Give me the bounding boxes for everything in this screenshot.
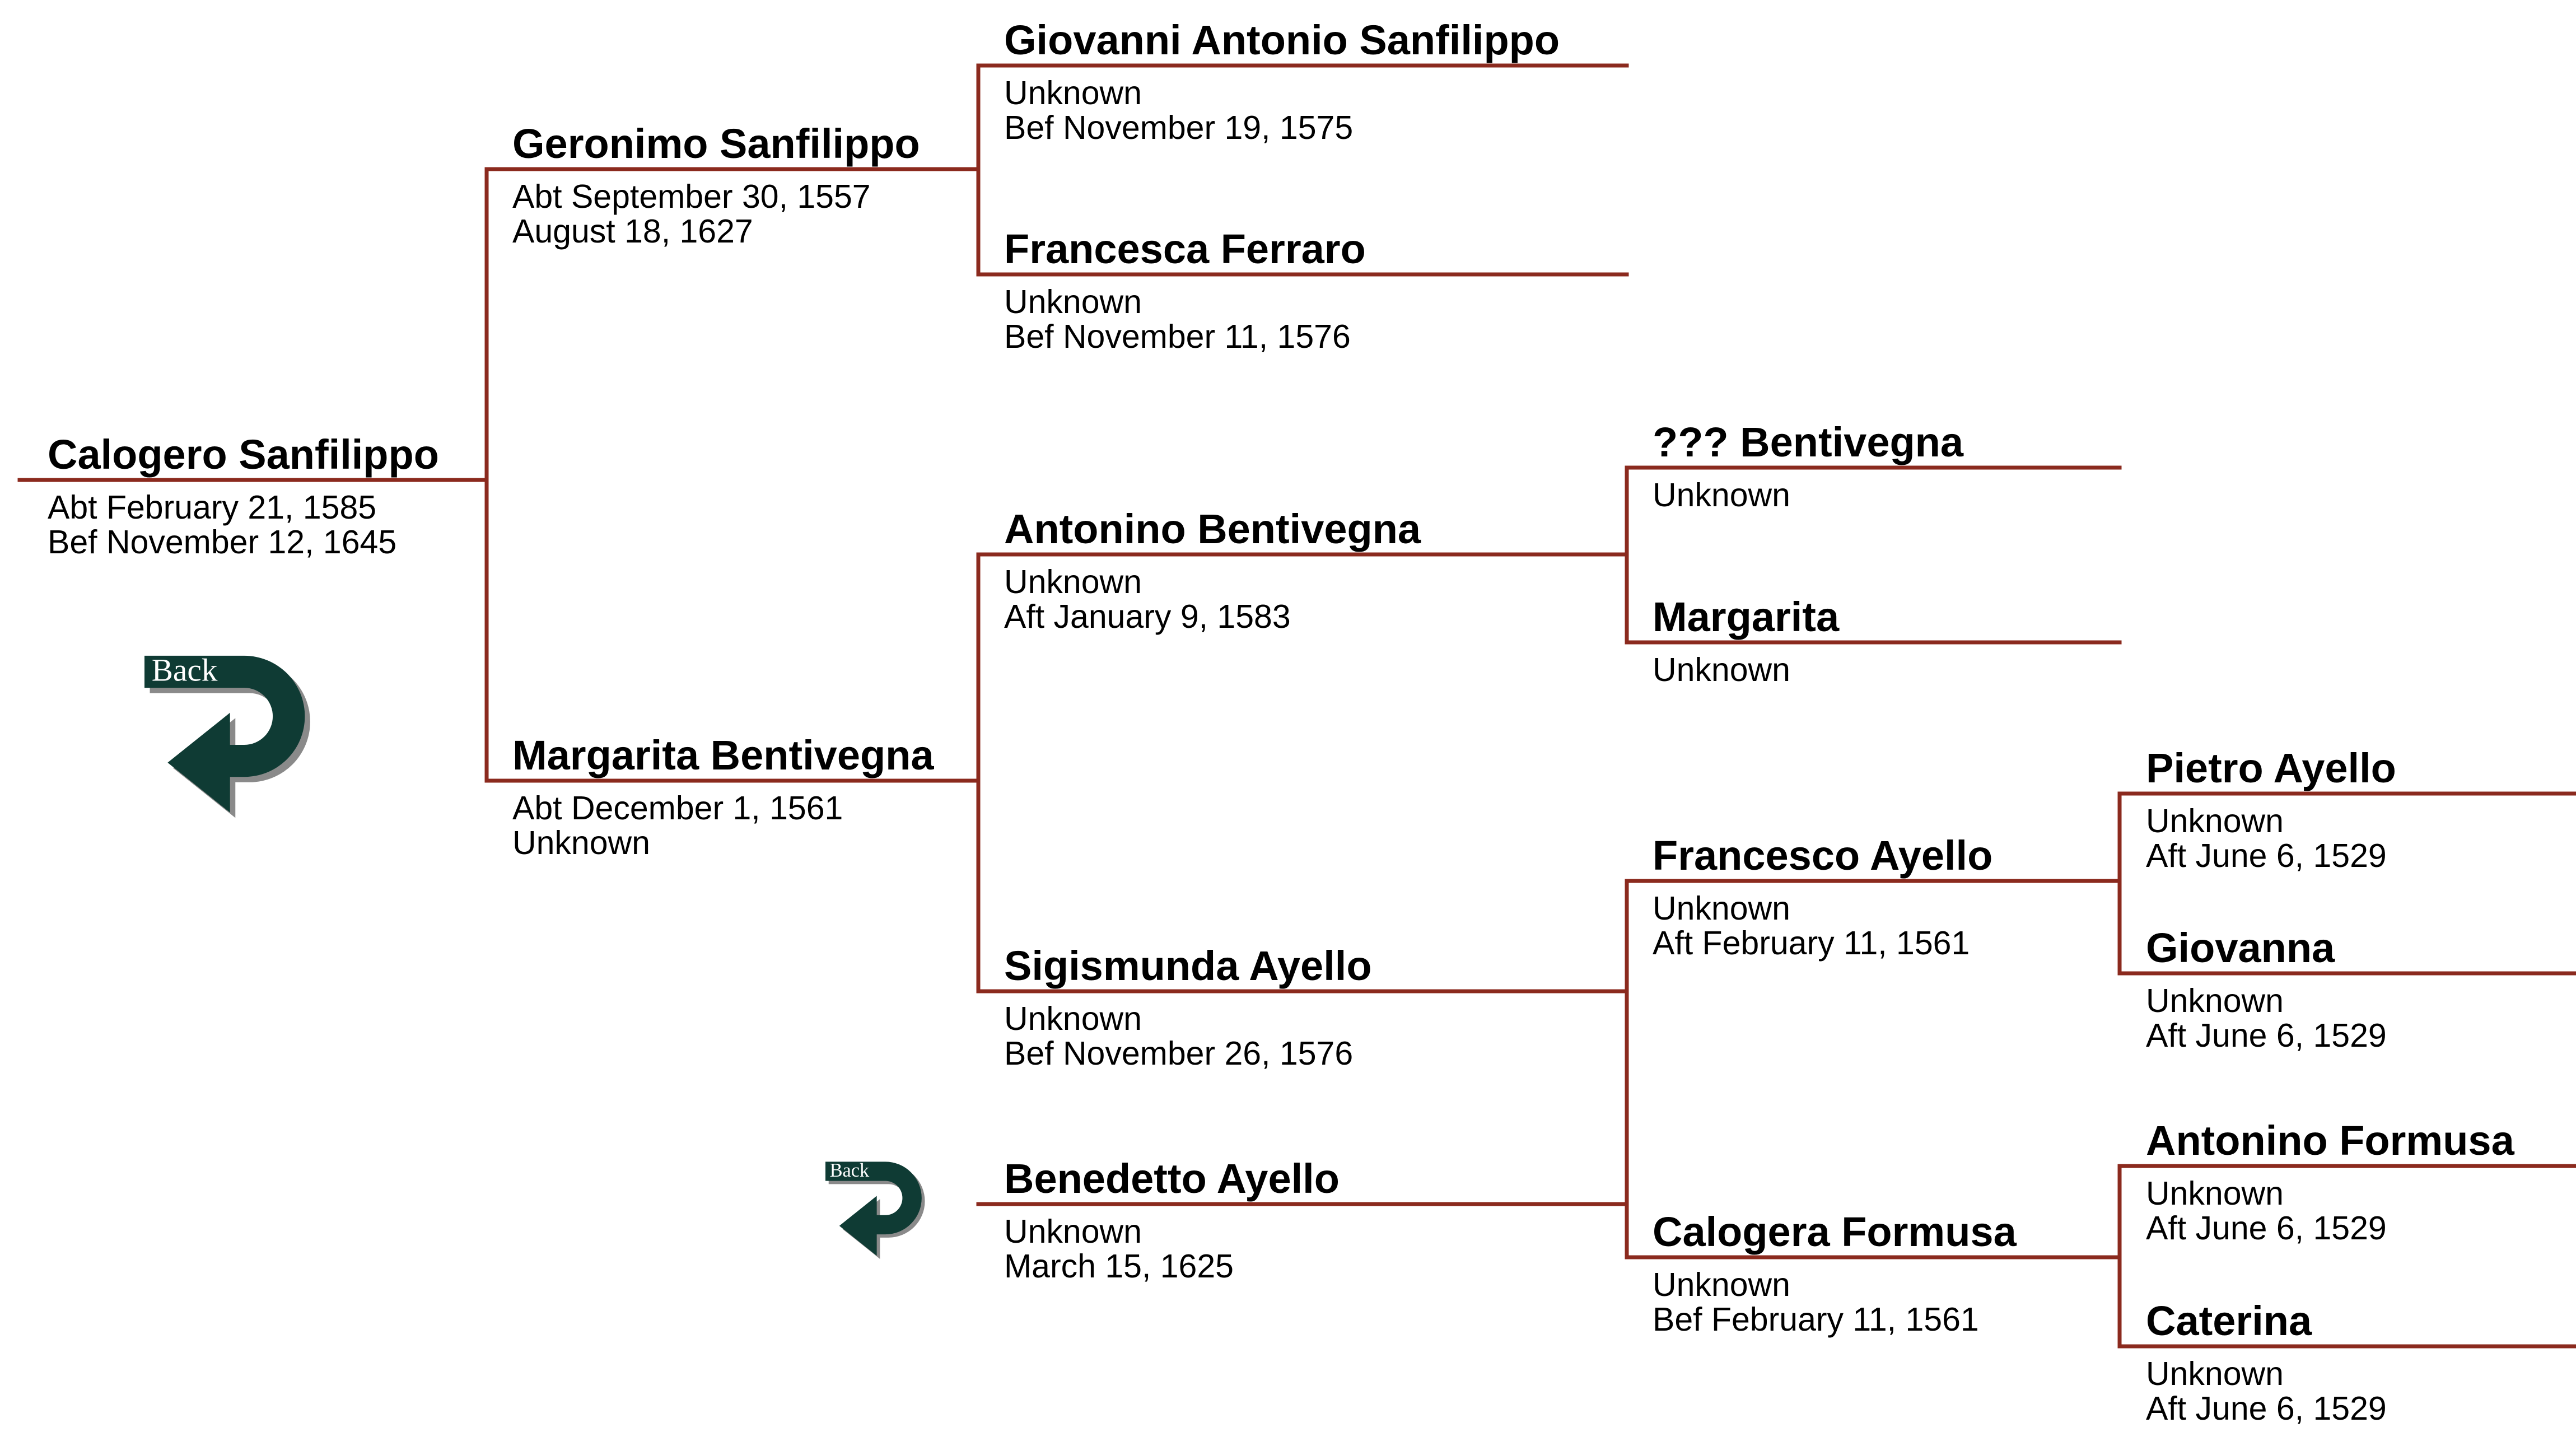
person-name: Giovanni Antonio Sanfilippo bbox=[1004, 17, 1560, 63]
person-name: Benedetto Ayello bbox=[1004, 1155, 1340, 1202]
person-name: Geronimo Sanfilippo bbox=[512, 120, 920, 167]
person-name: Francesca Ferraro bbox=[1004, 226, 1366, 272]
person-name: Giovanna bbox=[2146, 925, 2335, 971]
person-name: Calogero Sanfilippo bbox=[48, 431, 439, 478]
svg-text:Back: Back bbox=[830, 1160, 870, 1181]
back-button[interactable]: Back bbox=[144, 651, 340, 850]
person-name: Antonino Formusa bbox=[2146, 1117, 2514, 1164]
person-name: Caterina bbox=[2146, 1298, 2312, 1344]
person-name: Calogera Formusa bbox=[1653, 1209, 2017, 1255]
back-arrow-icon: Back bbox=[144, 652, 310, 818]
back-arrow-icon: Back bbox=[825, 1160, 925, 1260]
person-name: Francesco Ayello bbox=[1653, 832, 1993, 879]
back-button-benedetto[interactable]: Back bbox=[825, 1144, 943, 1293]
person-dates: Unknown bbox=[1653, 651, 1790, 688]
person-name: Sigismunda Ayello bbox=[1004, 943, 1372, 989]
svg-text:Back: Back bbox=[152, 652, 218, 688]
person-name: Margarita Bentivegna bbox=[512, 732, 934, 778]
person-name: Margarita bbox=[1653, 594, 1840, 640]
person-dates: Unknown bbox=[1653, 477, 1790, 514]
person-name: Pietro Ayello bbox=[2146, 745, 2396, 791]
person-name: Antonino Bentivegna bbox=[1004, 506, 1421, 552]
person-name: ??? Bentivegna bbox=[1653, 419, 1964, 465]
